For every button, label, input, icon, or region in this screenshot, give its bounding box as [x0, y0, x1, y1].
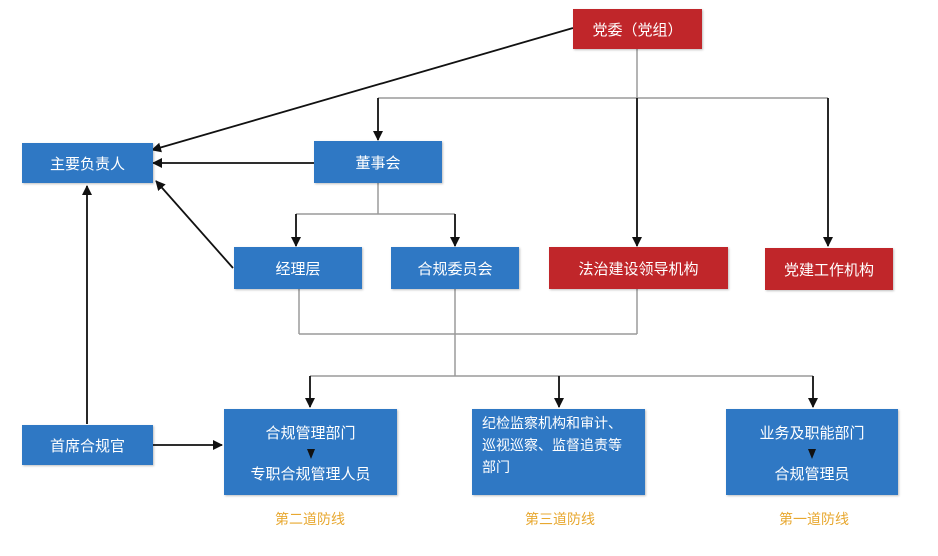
down-arrow-icon	[808, 449, 816, 459]
compliance-officer-label: 合规管理员	[774, 465, 850, 483]
down-arrow-icon	[306, 449, 315, 459]
party-committee-label: 党委（党组）	[592, 20, 683, 39]
first-defense-line-label: 第一道防线	[779, 512, 849, 528]
party-work-box: 党建工作机构	[765, 248, 893, 290]
management-box: 经理层	[234, 247, 362, 289]
board-label: 董事会	[355, 153, 401, 172]
business-dept-label: 业务及职能部门	[759, 424, 865, 442]
rule-of-law-label: 法治建设领导机构	[578, 259, 699, 278]
cco-box: 首席合规官	[22, 425, 153, 465]
management-label: 经理层	[275, 259, 321, 278]
discipline-dept-line1: 纪检监察机构和审计、	[482, 416, 622, 432]
compliance-committee-box: 合规委员会	[391, 247, 519, 289]
cco-label: 首席合规官	[49, 436, 125, 455]
second-defense-line-label: 第二道防线	[275, 512, 345, 528]
discipline-dept-box: 纪检监察机构和审计、 巡视巡察、监督追责等 部门	[472, 409, 645, 495]
party-work-label: 党建工作机构	[783, 260, 874, 279]
arrow-party-to-principal	[151, 27, 574, 153]
third-defense-line-label: 第三道防线	[525, 512, 595, 528]
business-dept-box: 业务及职能部门 合规管理员	[726, 409, 898, 495]
compliance-dept-label: 合规管理部门	[265, 424, 356, 442]
arrow-management-to-principal	[155, 180, 234, 269]
compliance-dept-box: 合规管理部门 专职合规管理人员	[224, 409, 397, 495]
principal-box: 主要负责人	[22, 143, 153, 183]
compliance-committee-label: 合规委员会	[417, 259, 493, 278]
party-committee-box: 党委（党组）	[573, 9, 702, 49]
discipline-dept-line3: 部门	[482, 460, 510, 476]
compliance-staff-label: 专职合规管理人员	[250, 465, 371, 483]
board-box: 董事会	[314, 141, 442, 183]
principal-label: 主要负责人	[49, 154, 125, 173]
discipline-dept-line2: 巡视巡察、监督追责等	[482, 438, 622, 454]
rule-of-law-box: 法治建设领导机构	[549, 247, 728, 289]
